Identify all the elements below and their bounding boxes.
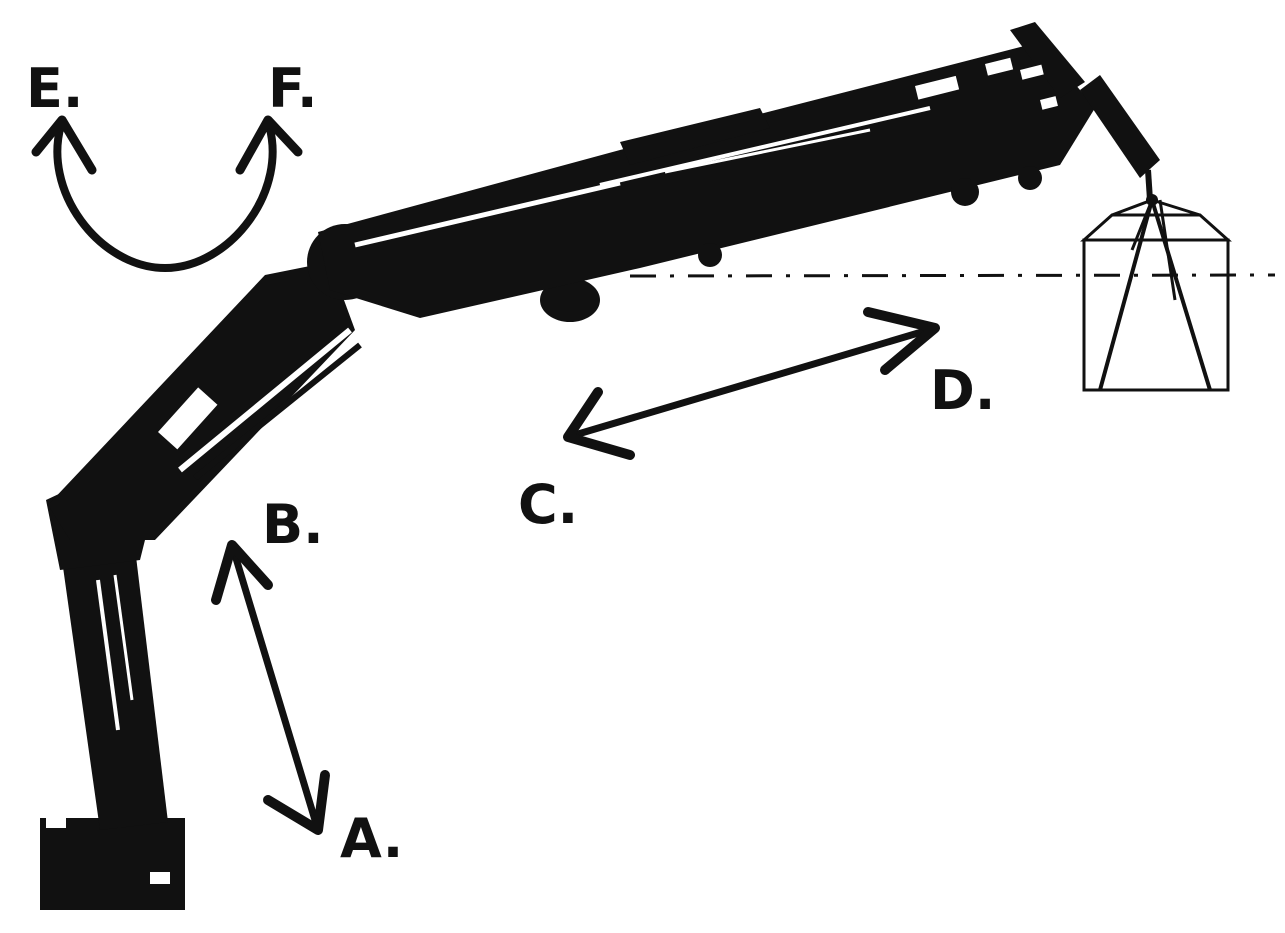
crane-inner-boom xyxy=(48,262,362,540)
crane-boom-tip xyxy=(1080,75,1160,206)
label-c: C. xyxy=(518,473,579,536)
arrow-a-b xyxy=(211,540,330,835)
label-b: B. xyxy=(262,493,324,556)
label-f: F. xyxy=(268,57,318,120)
label-d: D. xyxy=(930,359,996,422)
arrow-c-d xyxy=(563,307,940,460)
reference-dashed-line xyxy=(629,273,1276,278)
arrow-e-f xyxy=(31,115,303,273)
crane-outer-boom xyxy=(318,22,1095,318)
crane-base xyxy=(40,818,185,910)
suspended-load xyxy=(1080,198,1232,392)
label-e: E. xyxy=(26,57,84,120)
label-a: A. xyxy=(340,807,404,870)
